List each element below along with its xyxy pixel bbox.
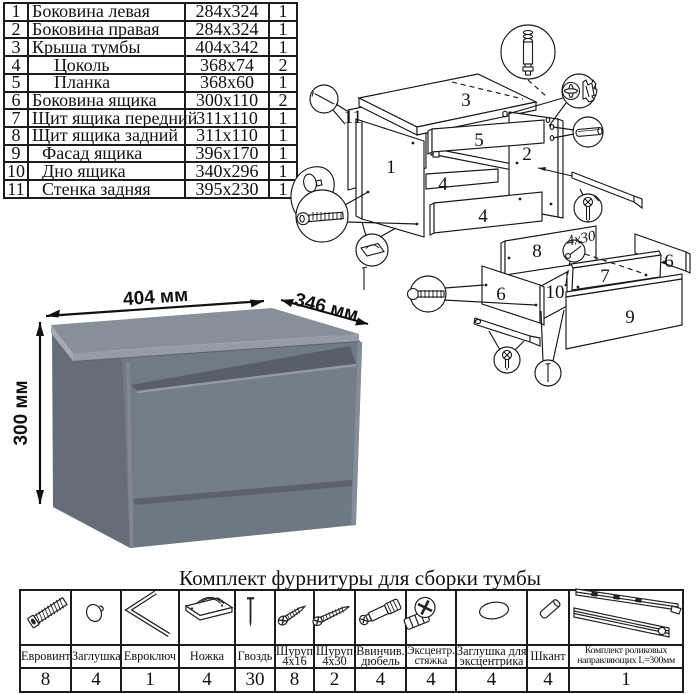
svg-text:1: 1 [386,157,396,178]
svg-text:11: 11 [344,107,362,128]
svg-text:6: 6 [664,251,674,272]
svg-text:4х30: 4х30 [565,228,597,250]
svg-text:9: 9 [625,307,635,328]
svg-text:3: 3 [461,90,471,111]
svg-text:5: 5 [474,130,484,151]
svg-text:4: 4 [438,174,448,195]
svg-text:10: 10 [546,282,565,303]
svg-text:300 мм: 300 мм [11,380,32,445]
svg-text:346 мм: 346 мм [292,289,360,326]
svg-text:8: 8 [532,241,542,262]
svg-text:6: 6 [496,284,506,305]
svg-text:4: 4 [478,206,488,227]
svg-text:7: 7 [600,266,610,287]
svg-text:404 мм: 404 мм [122,285,188,310]
svg-text:2: 2 [522,144,532,165]
